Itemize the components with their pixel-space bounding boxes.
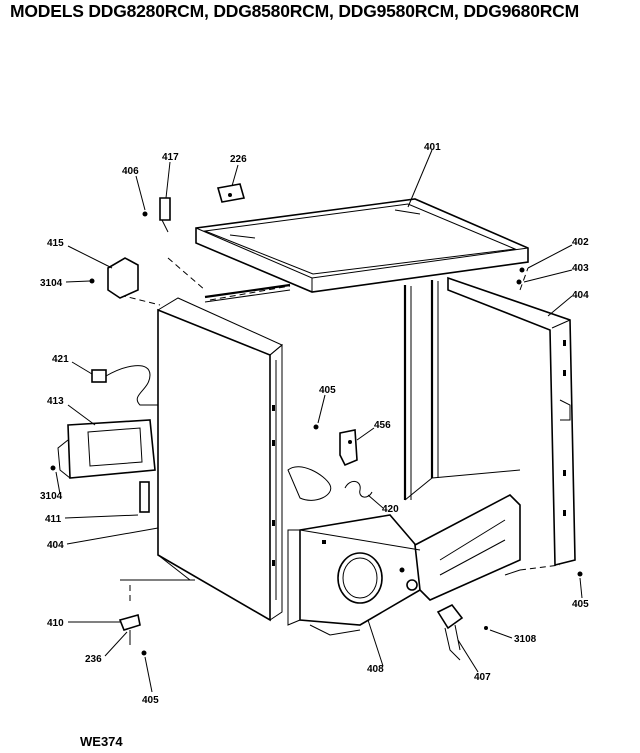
bracket-417 [159, 197, 171, 233]
callout-236: 236 [85, 654, 102, 665]
front-bottom-edge [120, 554, 195, 581]
callout-406: 406 [122, 166, 139, 177]
callout-456: 456 [374, 420, 391, 431]
callout-408: 408 [367, 664, 384, 675]
spring-420 [344, 481, 373, 498]
cover-415 [89, 257, 139, 299]
clip-226 [216, 183, 246, 203]
base-frame [287, 494, 521, 636]
bracket-411 [139, 481, 150, 513]
callout-3104-upper: 3104 [40, 278, 63, 289]
left-side-panel [157, 297, 283, 622]
callout-413: 413 [47, 396, 64, 407]
callout-410: 410 [47, 618, 64, 629]
callout-415: 415 [47, 238, 64, 249]
callout-411: 411 [45, 514, 62, 525]
callout-404-left: 404 [47, 540, 64, 551]
callout-3108: 3108 [514, 634, 537, 645]
screw-405-right [577, 571, 583, 577]
callout-407: 407 [474, 672, 491, 683]
diagram-title: MODELS DDG8280RCM, DDG8580RCM, DDG9580RC… [10, 1, 579, 21]
callout-404-right: 404 [572, 290, 589, 301]
screws-402-403 [516, 267, 525, 285]
screw-406 [142, 211, 148, 217]
callout-405-upper: 405 [319, 385, 336, 396]
callout-417: 417 [162, 152, 179, 163]
bracket-413 [50, 419, 156, 479]
callout-3104-lower: 3104 [40, 491, 63, 502]
screw-405-upper [313, 424, 319, 430]
callout-403: 403 [572, 263, 589, 274]
callout-402: 402 [572, 237, 589, 248]
leg-410 [118, 613, 147, 656]
right-side-panel [447, 276, 576, 567]
top-panel [195, 198, 529, 293]
rear-frame [204, 280, 521, 501]
assembly-lines [119, 257, 561, 605]
callout-401: 401 [424, 142, 441, 153]
figure-code: WE374 [80, 734, 123, 749]
leader-lines [55, 149, 583, 693]
callout-226: 226 [230, 154, 247, 165]
sensor-407 [436, 603, 488, 661]
callout-420: 420 [382, 504, 399, 515]
power-cord-421 [91, 365, 158, 406]
callout-421: 421 [52, 354, 69, 365]
bracket-456 [339, 429, 358, 467]
callout-405-bottom: 405 [142, 695, 159, 706]
cutout-panel [287, 466, 332, 501]
callout-405-right: 405 [572, 599, 589, 610]
